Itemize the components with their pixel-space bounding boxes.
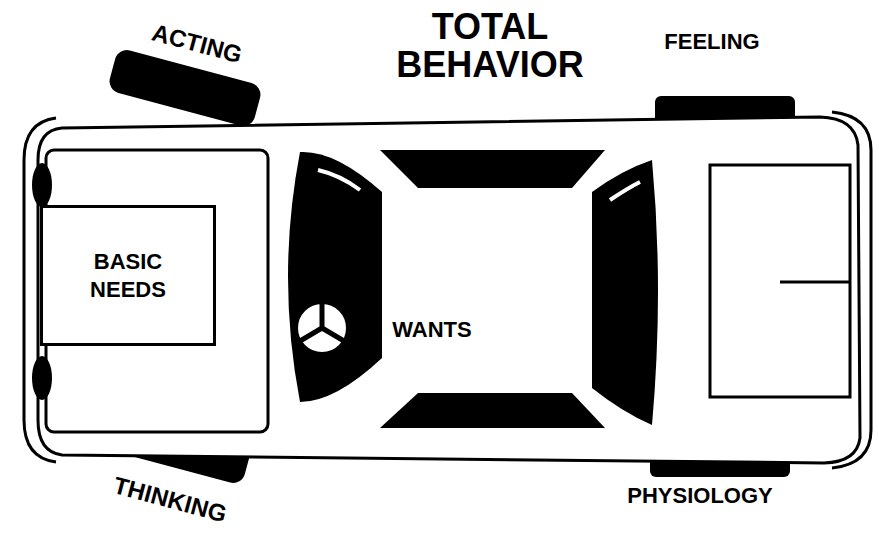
side-window [380,393,605,428]
side-window [380,150,605,188]
needs-box: BASIC NEEDS [40,205,216,346]
trunk [710,165,850,397]
label-wrap: PHYSIOLOGY [627,484,772,508]
rear-window [592,160,658,425]
node-text-group: BASIC NEEDS [90,248,166,303]
label-wrap: WANTS [392,318,471,342]
car-body [38,117,860,463]
windshield [288,152,382,402]
diagram-title: TOTAL BEHAVIOR [396,8,583,84]
headlight [32,356,52,400]
steering-wheel [296,302,348,354]
headlight [32,163,52,207]
wheel-label: THINKING [111,472,230,528]
wheel-label: FEELING [664,30,759,54]
glass-highlight [318,170,360,190]
label-wrap: THINKING [111,472,230,528]
wheel-label: ACTING [149,19,245,68]
label-wrap: FEELING [664,30,759,54]
glass-highlight [610,182,640,200]
cabin-label: WANTS [392,318,471,342]
trunk-seam [780,281,850,284]
label-wrap: ACTING [149,19,245,68]
wheel-label: PHYSIOLOGY [627,484,772,508]
title-wrap: TOTAL BEHAVIOR [396,8,583,84]
node-text: BASIC NEEDS [90,248,166,303]
steering-spokes [300,302,344,341]
